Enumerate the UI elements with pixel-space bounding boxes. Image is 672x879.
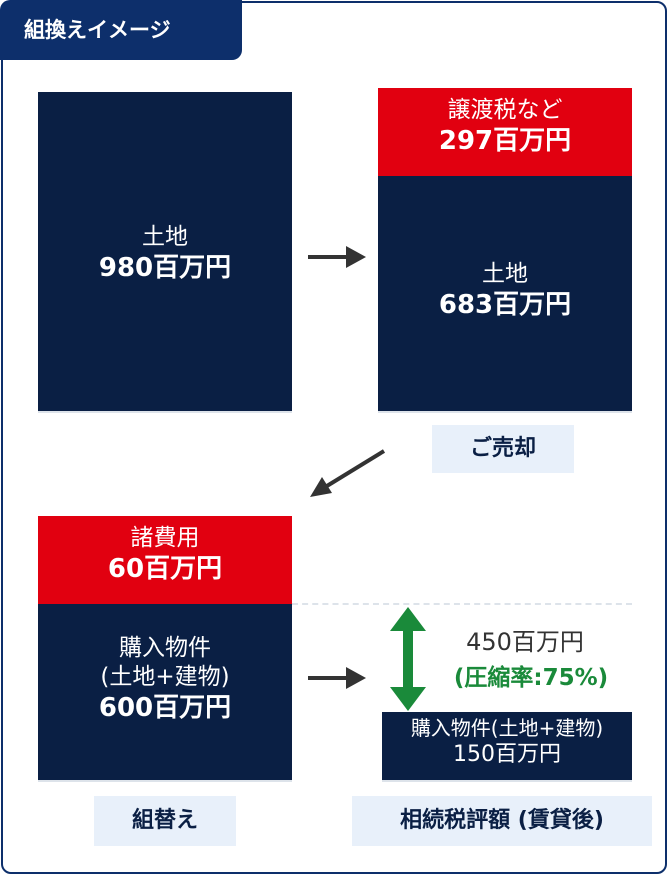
reference-dashed-line <box>292 603 632 605</box>
baseline-top-left <box>38 411 292 413</box>
expenses-value: 60百万円 <box>107 553 223 584</box>
transfer-tax-block: 譲渡税など 297百万円 <box>378 88 632 176</box>
land-before-block: 土地 980百万円 <box>38 92 292 411</box>
purchase-property-sublabel: (土地+建物) <box>100 663 230 690</box>
arrow-right-icon <box>308 667 366 689</box>
reduction-value: 450百万円 <box>466 628 584 656</box>
transfer-tax-value: 297百万円 <box>438 125 572 156</box>
land-before-label: 土地 <box>142 224 188 250</box>
arrow-diagonal-icon <box>310 449 386 497</box>
land-after-value: 683百万円 <box>438 289 572 320</box>
sale-caption: ご売却 <box>432 425 574 473</box>
reorganize-caption: 組替え <box>94 796 236 846</box>
inheritance-caption: 相続税評額 (賃貸後) <box>352 796 652 846</box>
transfer-tax-label: 譲渡税など <box>447 97 563 123</box>
baseline-top-right <box>378 411 632 413</box>
land-after-block: 土地 683百万円 <box>378 176 632 411</box>
double-arrow-icon <box>390 607 426 711</box>
inheritance-property-label: 購入物件(土地+建物) <box>410 716 604 740</box>
purchase-property-value: 600百万円 <box>98 692 232 723</box>
arrow-right-icon <box>308 246 366 268</box>
inheritance-property-block: 購入物件(土地+建物) 150百万円 <box>382 712 632 780</box>
baseline-bottom-left <box>38 780 292 782</box>
land-before-value: 980百万円 <box>98 252 232 283</box>
purchase-property-block: 購入物件 (土地+建物) 600百万円 <box>38 604 292 780</box>
header-tab: 組換えイメージ <box>0 0 242 60</box>
purchase-property-label: 購入物件 <box>119 635 211 661</box>
baseline-bottom-right <box>382 780 632 782</box>
inheritance-property-value: 150百万円 <box>453 742 561 767</box>
expenses-block: 諸費用 60百万円 <box>38 516 292 604</box>
expenses-label: 諸費用 <box>130 525 200 551</box>
reduction-rate: (圧縮率:75%) <box>453 665 609 691</box>
land-after-label: 土地 <box>482 261 528 287</box>
